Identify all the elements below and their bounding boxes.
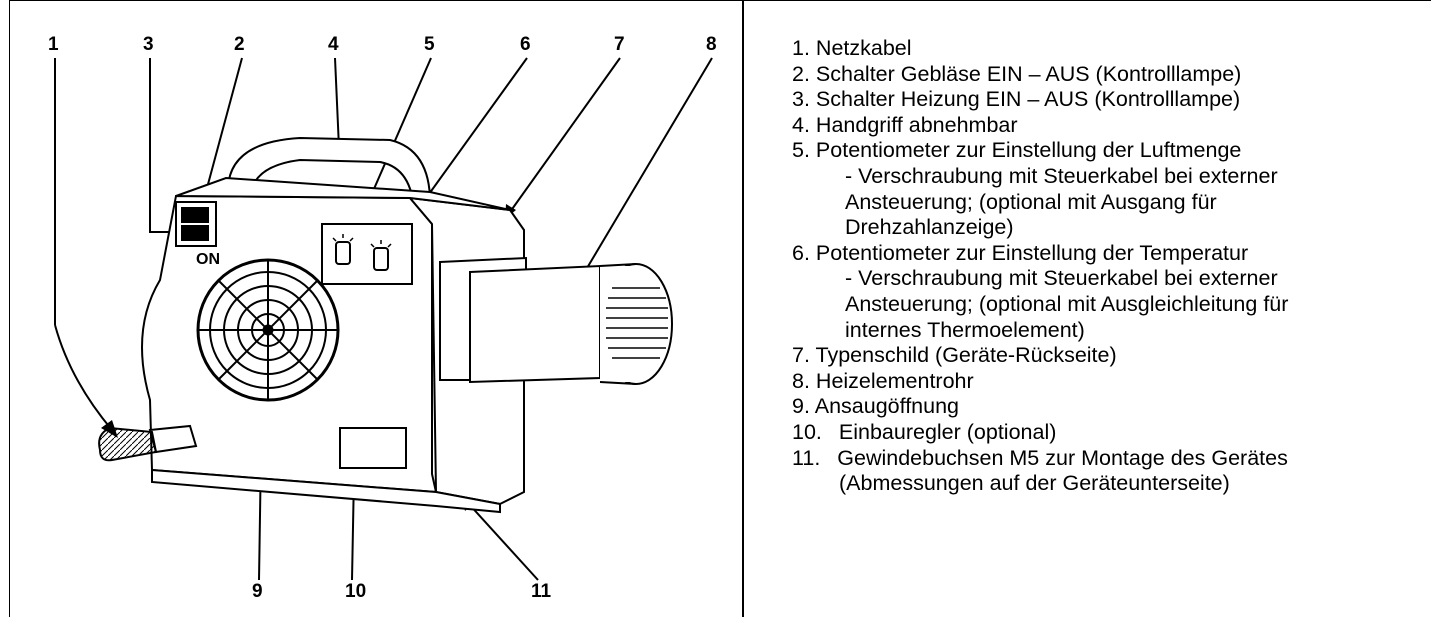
callout-9: 9 xyxy=(252,581,263,602)
legend-item-3: 3. Schalter Heizung EIN – AUS (Kontrolll… xyxy=(792,87,1422,113)
legend-subline: - Verschraubung mit Steuerkabel bei exte… xyxy=(845,266,1278,291)
legend-num: 8. xyxy=(792,368,810,393)
top-left-rule xyxy=(9,0,10,617)
legend-item-2: 2. Schalter Gebläse EIN – AUS (Kontrolll… xyxy=(792,62,1422,88)
center-divider xyxy=(742,0,744,617)
legend-num: 3. xyxy=(792,87,810,112)
callout-2: 2 xyxy=(234,34,245,55)
legend-subline: (Abmessungen auf der Geräteunterseite) xyxy=(839,471,1230,496)
legend-text: Handgriff abnehmbar xyxy=(815,112,1018,137)
legend-item-1: 1. Netzkabel xyxy=(792,36,1422,62)
callout-3: 3 xyxy=(143,34,154,55)
legend-num: 1. xyxy=(792,36,810,60)
callout-1: 1 xyxy=(48,34,59,55)
callout-11: 11 xyxy=(531,581,552,602)
legend-item-6: 6. Potentiometer zur Einstellung der Tem… xyxy=(792,241,1422,267)
legend-item-10: 10. Einbauregler (optional) xyxy=(792,420,1422,446)
intake-grille xyxy=(196,258,340,402)
callout-4: 4 xyxy=(328,34,339,55)
legend-num: 9. xyxy=(792,394,810,419)
legend-subline: internes Thermoelement) xyxy=(845,317,1085,342)
legend-text: Gewindebuchsen M5 zur Montage des Geräte… xyxy=(837,445,1288,470)
legend-num: 4. xyxy=(792,112,810,137)
legend-text: Typenschild (Geräte-Rückseite) xyxy=(815,343,1117,368)
legend-subline: Ansteuerung; (optional mit Ausgleichleit… xyxy=(845,291,1289,316)
potentiometer-scale-marks xyxy=(332,234,392,248)
legend-num: 7. xyxy=(792,343,810,368)
legend-text: Schalter Gebläse EIN – AUS (Kontrolllamp… xyxy=(815,61,1242,86)
legend-num: 11. xyxy=(792,445,821,470)
legend: 1. Netzkabel 2. Schalter Gebläse EIN – A… xyxy=(792,36,1422,497)
legend-text: Potentiometer zur Einstellung der Luftme… xyxy=(815,138,1242,163)
legend-item-9: 9. Ansaugöffnung xyxy=(792,394,1422,420)
potentiometer-panel xyxy=(321,223,413,285)
legend-num: 6. xyxy=(792,240,810,265)
legend-item-11: 11. Gewindebuchsen M5 zur Montage des Ge… xyxy=(792,446,1422,472)
legend-item-4: 4. Handgriff abnehmbar xyxy=(792,113,1422,139)
legend-subline: - Verschraubung mit Steuerkabel bei exte… xyxy=(845,163,1278,188)
callout-5: 5 xyxy=(424,34,435,55)
device-illustration: 1 3 2 4 5 6 7 8 9 10 11 xyxy=(48,34,717,602)
legend-item-8: 8. Heizelementrohr xyxy=(792,369,1422,395)
legend-num: 5. xyxy=(792,138,810,163)
callout-10: 10 xyxy=(345,581,366,602)
callout-6: 6 xyxy=(520,34,531,55)
switch-panel xyxy=(175,201,217,247)
outlet-grille xyxy=(606,287,668,359)
legend-text: Potentiometer zur Einstellung der Temper… xyxy=(815,240,1249,265)
legend-item-5: 5. Potentiometer zur Einstellung der Luf… xyxy=(792,138,1422,164)
callout-8: 8 xyxy=(706,34,717,55)
legend-text: Schalter Heizung EIN – AUS (Kontrolllamp… xyxy=(815,87,1241,112)
legend-text: Netzkabel xyxy=(815,36,912,60)
legend-text: Heizelementrohr xyxy=(815,368,974,393)
controller-slot xyxy=(339,427,407,469)
legend-text: Einbauregler (optional) xyxy=(838,419,1057,444)
legend-num: 10. xyxy=(792,419,822,444)
callout-7: 7 xyxy=(614,34,625,55)
legend-item-7: 7. Typenschild (Geräte-Rückseite) xyxy=(792,343,1422,369)
legend-text: Ansaugöffnung xyxy=(814,394,959,419)
on-label: ON xyxy=(196,251,220,268)
legend-subline: Drehzahlanzeige) xyxy=(845,215,1014,240)
top-rule xyxy=(9,0,1431,1)
power-cord xyxy=(98,424,198,462)
legend-num: 2. xyxy=(792,61,810,86)
legend-subline: Ansteuerung; (optional mit Ausgang für xyxy=(845,189,1217,214)
